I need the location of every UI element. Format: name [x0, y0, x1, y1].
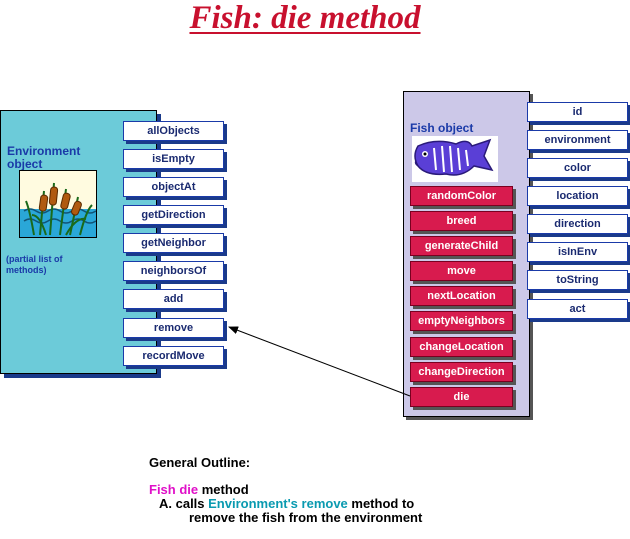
cattail-pond-icon [19, 170, 97, 238]
method-neighborsof-button[interactable]: neighborsOf [123, 261, 224, 281]
method-recordmove-button[interactable]: recordMove [123, 346, 224, 366]
fish-method-act-button[interactable]: act [527, 299, 628, 319]
outline-calls: A. calls [159, 496, 209, 511]
outline-heading: General Outline: [149, 455, 251, 470]
fish-method-isinenv-button[interactable]: isInEnv [527, 242, 628, 262]
fish-method-changedirection-button[interactable]: changeDirection [410, 362, 513, 382]
method-getdirection-button[interactable]: getDirection [123, 205, 224, 225]
outline-method-to: method to [347, 496, 415, 511]
fish-method-direction-button[interactable]: direction [527, 214, 628, 234]
fish-icon [412, 136, 498, 182]
fish-method-randomcolor-button[interactable]: randomColor [410, 186, 513, 206]
fish-method-environment-button[interactable]: environment [527, 130, 628, 150]
method-remove-button[interactable]: remove [123, 318, 224, 338]
fish-method-location-button[interactable]: location [527, 186, 628, 206]
method-getneighbor-button[interactable]: getNeighbor [123, 233, 224, 253]
fish-method-emptyneighbors-button[interactable]: emptyNeighbors [410, 311, 513, 331]
page-title: Fish: die method [189, 0, 421, 36]
fish-method-color-button[interactable]: color [527, 158, 628, 178]
method-add-button[interactable]: add [123, 289, 224, 309]
outline-fish-die: Fish die [149, 482, 199, 497]
method-isempty-button[interactable]: isEmpty [123, 149, 224, 169]
outline-env-remove: Environment's remove [208, 496, 348, 511]
fish-method-tostring-button[interactable]: toString [527, 270, 628, 290]
fish-method-breed-button[interactable]: breed [410, 211, 513, 231]
fish-method-die-button[interactable]: die [410, 387, 513, 407]
fish-object-title: Fish object [410, 121, 474, 135]
fish-method-move-button[interactable]: move [410, 261, 513, 281]
method-objectat-button[interactable]: objectAt [123, 177, 224, 197]
method-allobjects-button[interactable]: allObjects [123, 121, 224, 141]
environment-note: (partial list of methods) [6, 254, 63, 275]
outline-line-1: Fish die method [149, 482, 249, 497]
outline-method-word: method [198, 482, 249, 497]
outline-line-3: remove the fish from the environment [189, 510, 423, 525]
fish-method-nextlocation-button[interactable]: nextLocation [410, 286, 513, 306]
fish-method-id-button[interactable]: id [527, 102, 628, 122]
fish-method-changelocation-button[interactable]: changeLocation [410, 337, 513, 357]
fish-method-generatechild-button[interactable]: generateChild [410, 236, 513, 256]
environment-object-title: Environment object [7, 144, 81, 171]
outline-line-2: A. calls Environment's remove method to [159, 496, 414, 511]
